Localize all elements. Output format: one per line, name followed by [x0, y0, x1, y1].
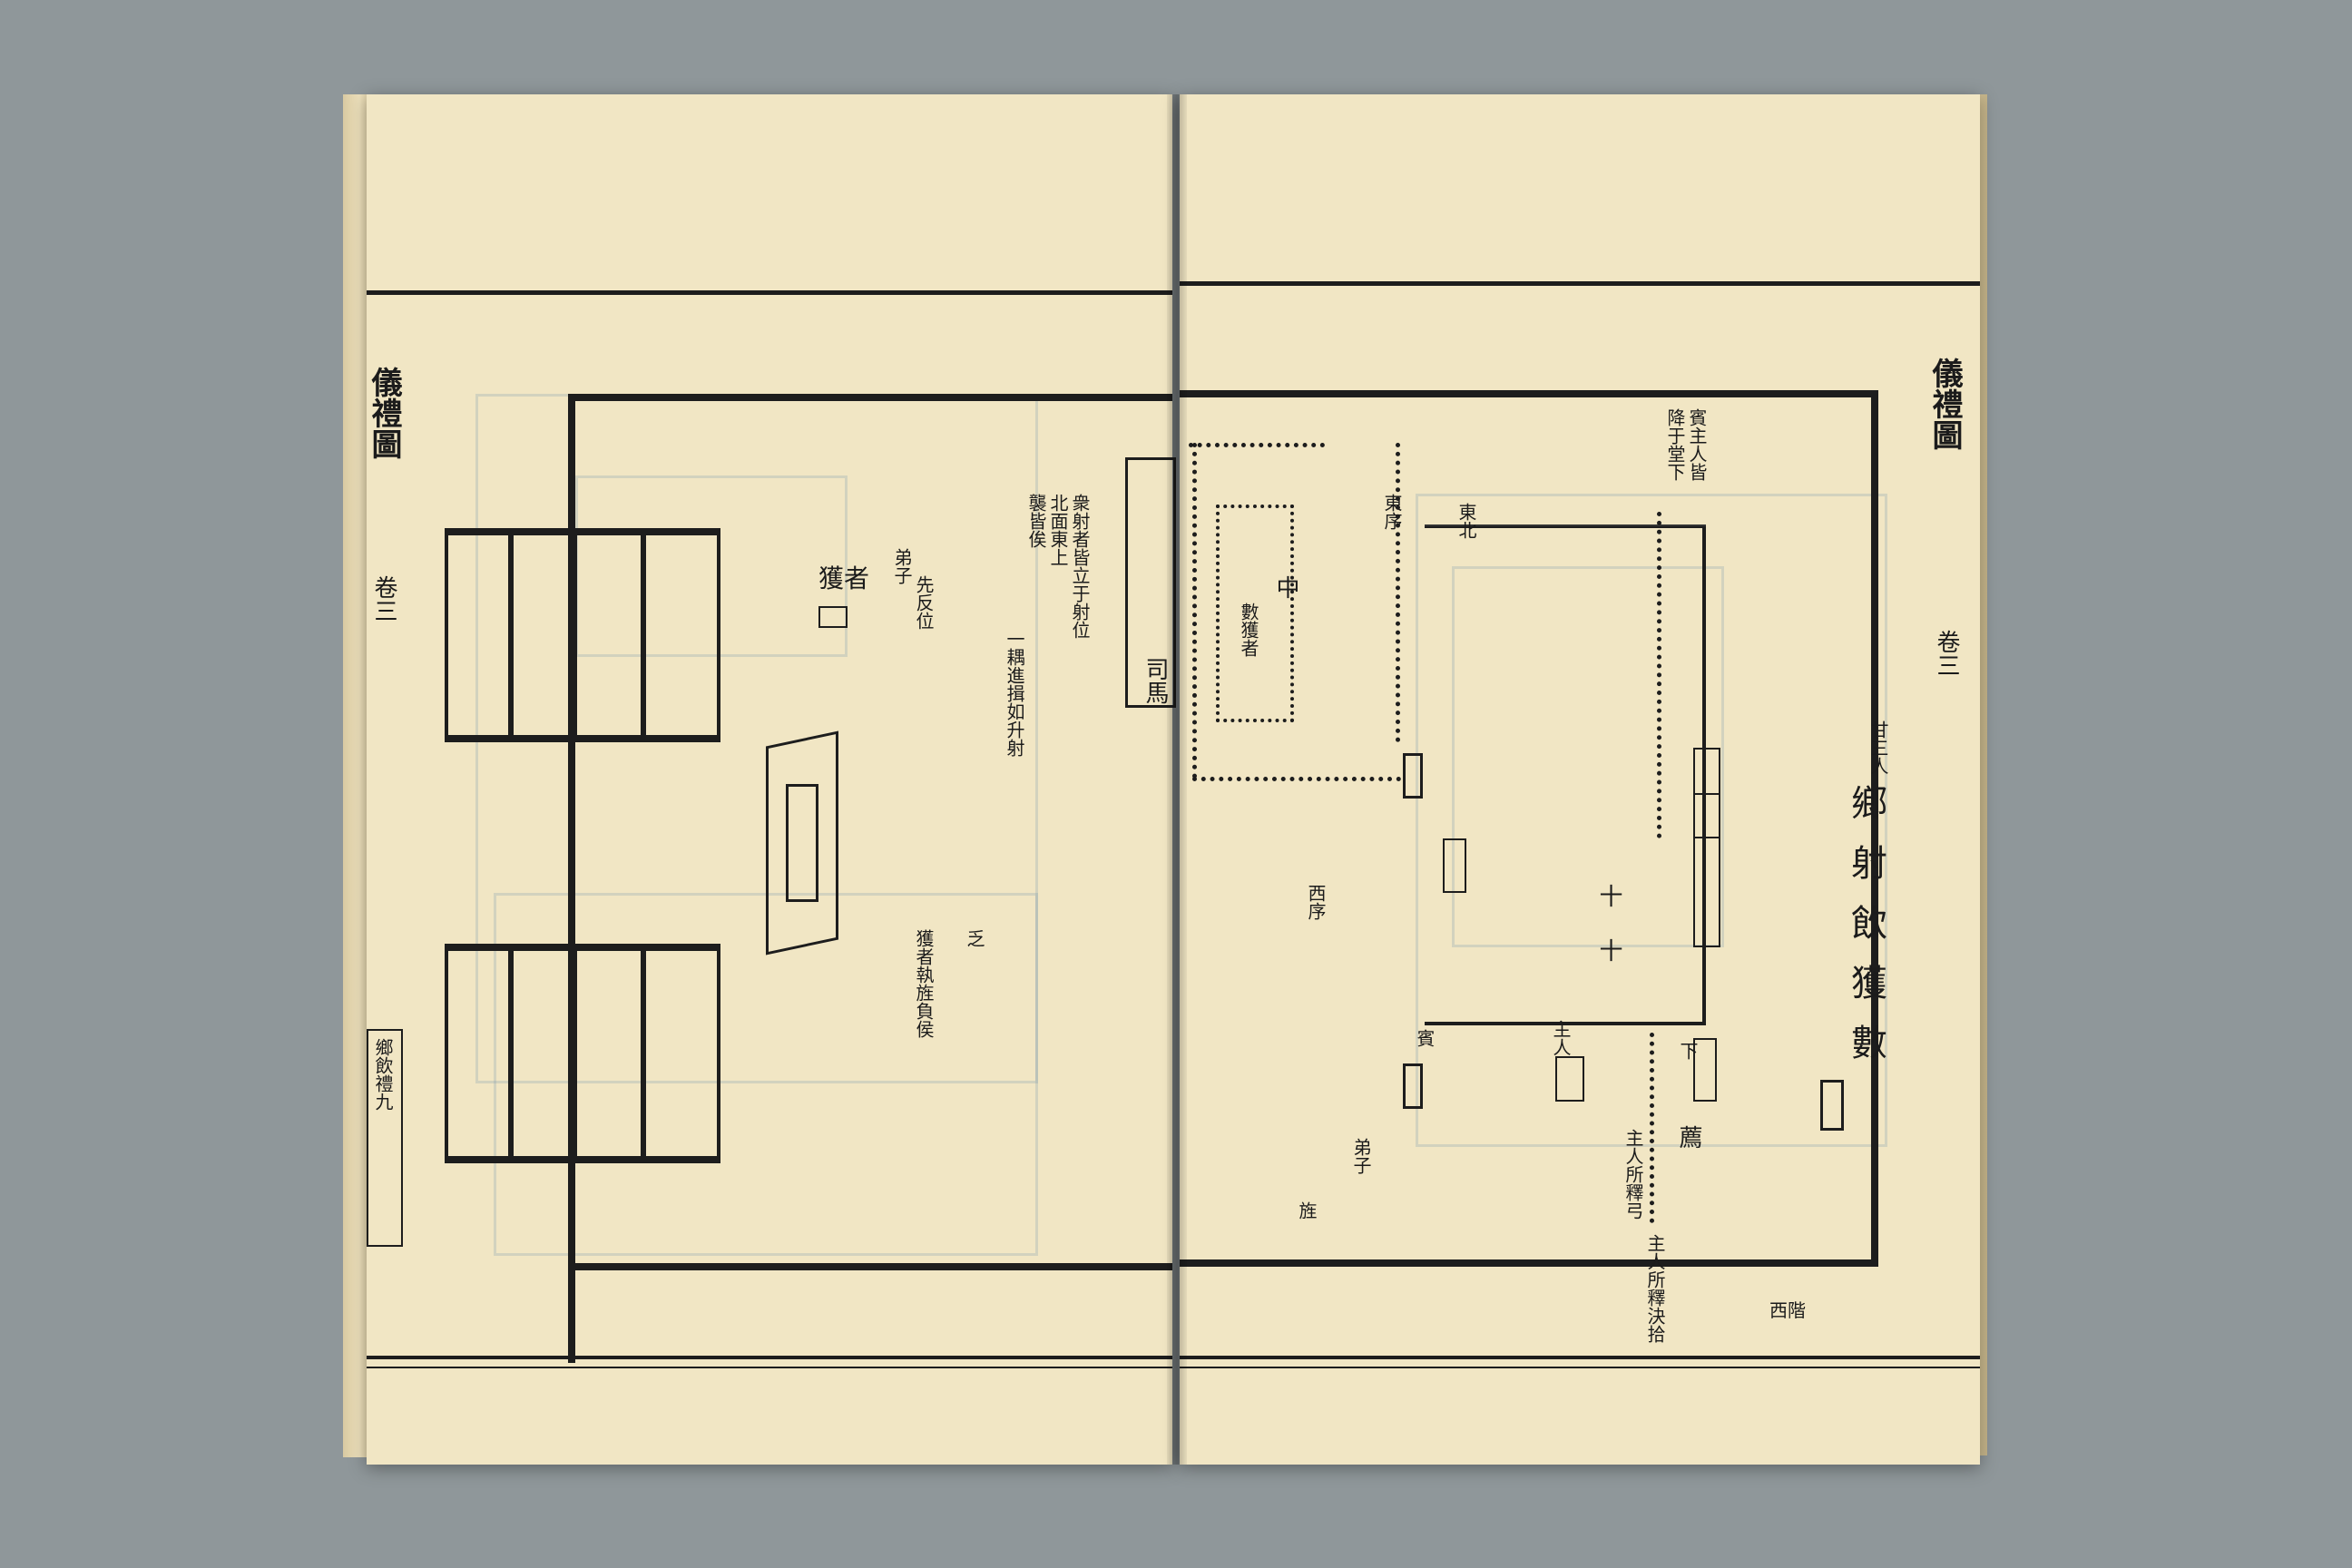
label-mid-note2: 西序 — [1305, 884, 1327, 920]
left-folio: 鄉飲禮九 — [372, 1038, 394, 1111]
dotted-path-v3 — [1657, 512, 1661, 838]
label-zhong: 中 — [1272, 575, 1299, 599]
label-hou-note: 獲者執旌負侯 — [913, 929, 935, 1038]
left-page: 儀禮圖 卷三 鄉飲禮九 獲者 衆射者皆立于射位 北面東上 襲皆俟 一耦進揖如升射… — [366, 94, 1176, 1465]
label-sheweizhe: 衆射者皆立于射位 — [1069, 494, 1091, 639]
target-lower — [445, 944, 720, 1163]
right-end-box — [1820, 1080, 1844, 1131]
frame-left — [568, 394, 575, 1363]
hall-box — [1425, 524, 1706, 1025]
label-dongbei: 東北 — [1455, 503, 1477, 539]
label-rangshe2: 一耦進揖如升射 — [1004, 630, 1025, 757]
sima-box — [1125, 457, 1176, 708]
label-bottom-note: 西階 — [1769, 1299, 1806, 1321]
frame-bottom-right — [1180, 1259, 1878, 1267]
side-note: 甘三人 — [1867, 720, 1889, 775]
dotted-path-v1 — [1192, 443, 1197, 779]
label-right-top-note2: 降于堂下 — [1664, 408, 1686, 481]
label-sima: 司馬 — [1142, 657, 1169, 704]
label-xianxing: 先反位 — [913, 575, 935, 630]
dotted-path-h2 — [1192, 777, 1401, 781]
frame-bottom — [568, 1263, 1172, 1270]
label-shidi2: 十 — [1595, 938, 1622, 962]
label-sheweizhe2: 北面東上 — [1047, 494, 1069, 566]
bottom-rule-right — [1180, 1356, 1980, 1359]
left-margin-title: 儀禮圖 — [366, 367, 402, 459]
dotted-path-v2 — [1396, 443, 1400, 742]
left-folio-box — [367, 1029, 403, 1247]
figure-title: 鄉射飲獲數 — [1845, 784, 1886, 1083]
label-zhuren-shiyi2: 主人所釋決拾 — [1644, 1234, 1666, 1343]
label-huozhe: 獲者 — [818, 564, 870, 593]
label-dizi: 弟子 — [891, 548, 913, 584]
huozhe-mark — [818, 606, 848, 628]
label-fu: 乏 — [964, 929, 985, 947]
label-dizi: 弟子 — [1350, 1138, 1372, 1174]
label-mid-note: 東序 — [1381, 494, 1403, 530]
right-page: 儀禮圖 卷三 鄉射飲獲數 甘三人 司馬 中 十 十 薦 主人所釋弓 主人所釋決拾… — [1142, 94, 1980, 1465]
right-margin-volume: 卷三 — [1933, 630, 1960, 677]
frame-top — [568, 394, 1172, 401]
label-qicha: 旌 — [1296, 1201, 1318, 1220]
label-xiadi: 下 — [1677, 1042, 1699, 1060]
dotted-path-v4 — [1650, 1033, 1654, 1223]
bottom-rule — [367, 1356, 1172, 1359]
label-jian: 薦 — [1675, 1125, 1702, 1149]
top-rule-right — [1180, 281, 1980, 286]
right-margin-title: 儀禮圖 — [1926, 358, 1963, 450]
label-zhuren-shiyi: 主人所釋弓 — [1622, 1129, 1644, 1220]
label-rangshe: 襲皆俟 — [1025, 494, 1047, 548]
gutter — [1167, 94, 1187, 1465]
label-shidi: 十 — [1595, 884, 1622, 907]
frame-top-right — [1180, 390, 1878, 397]
label-bin: 賓 — [1414, 1029, 1436, 1047]
dotted-path-top — [1189, 443, 1325, 447]
top-rule — [367, 290, 1172, 295]
label-shoushu: 數獲者 — [1238, 603, 1259, 657]
target-upper — [445, 528, 720, 742]
left-margin-volume: 卷三 — [370, 575, 397, 622]
label-zhu: 主人 — [1550, 1020, 1572, 1056]
frame-right — [1871, 390, 1878, 1267]
zhong-box — [1216, 505, 1294, 722]
hall-outer — [1425, 524, 1706, 1025]
label-right-top-note: 賓主人皆 — [1686, 408, 1708, 481]
